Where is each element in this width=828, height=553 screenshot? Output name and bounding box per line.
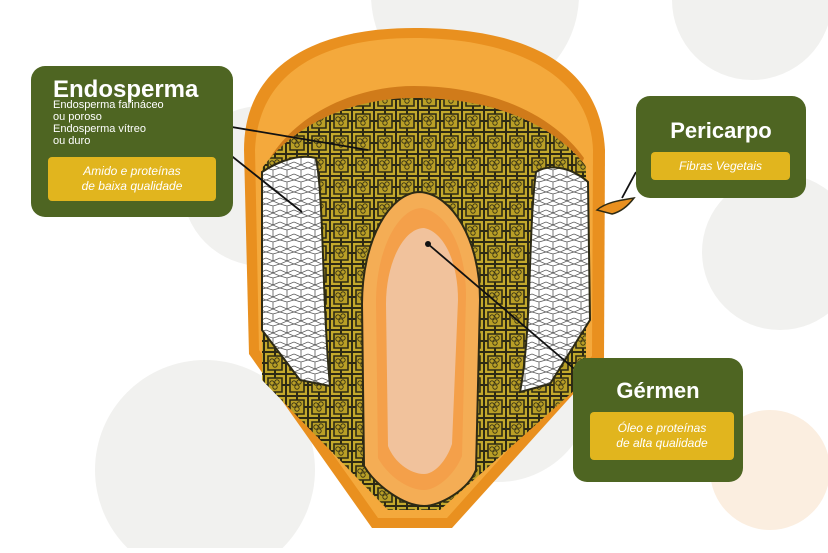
pericarpo-title: Pericarpo: [670, 118, 772, 143]
germen-note: Óleo e proteínas de alta qualidade: [590, 412, 734, 460]
germen-note-text: Óleo e proteínas de alta qualidade: [616, 421, 708, 450]
endosperma-label-box: Endosperma Endosperma farináceo ou poros…: [31, 66, 233, 217]
endosperm-hard-right: [518, 166, 592, 394]
pericarpo-note: Fibras Vegetais: [651, 152, 790, 180]
germ-inner: [386, 228, 458, 474]
seed-coat-band: [270, 86, 584, 172]
endosperm-hard-left: [261, 155, 332, 388]
endosperma-note-text: Amido e proteínas de baixa qualidade: [81, 164, 183, 193]
endosperma-subtitle-1: Endosperma farináceo: [53, 99, 164, 111]
pericarpo-label-box: Pericarpo Fibras Vegetais: [636, 96, 806, 198]
pericarp-flap: [595, 196, 636, 215]
germen-label-box: Gérmen Óleo e proteínas de alta qualidad…: [573, 358, 743, 482]
pericarpo-note-text: Fibras Vegetais: [679, 158, 762, 173]
endosperma-subtitle-4: ou duro: [53, 135, 91, 147]
germen-title: Gérmen: [616, 378, 700, 403]
endosperma-note: Amido e proteínas de baixa qualidade: [48, 157, 216, 201]
endosperma-subtitle-3: Endosperma vítreo: [53, 123, 146, 135]
endosperma-title: Endosperma: [53, 76, 199, 103]
endosperma-subtitle-2: ou poroso: [53, 111, 102, 123]
